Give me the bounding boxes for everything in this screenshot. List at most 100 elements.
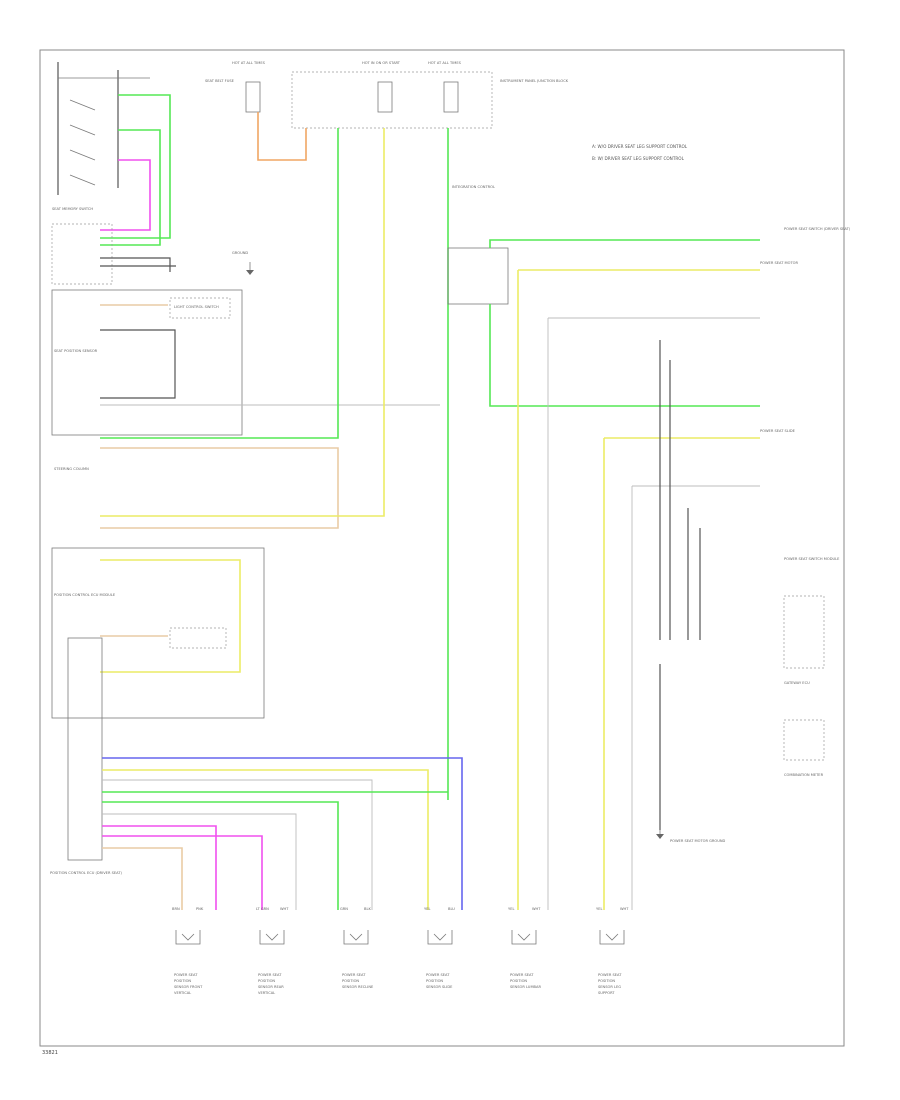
wire-gray-6 [102, 779, 373, 910]
ecu-side-box [169, 627, 227, 649]
sensor-name-line: POSITION [426, 979, 443, 983]
seat-position-sensor [51, 289, 243, 436]
sensor-name-line: POSITION [174, 979, 191, 983]
sensor-5: YEL WHT POWER SEAT POSITION SENSOR LUMBAR [508, 907, 541, 989]
sensor-symbol [427, 930, 453, 945]
sensor-4: YEL BLU POWER SEAT POSITION SENSOR SLIDE [424, 907, 455, 989]
wire-pink-3 [102, 835, 263, 910]
sensor-pin-b: PNK [196, 907, 204, 911]
wire-tan-2 [100, 447, 339, 529]
right-comp-1: POWER SEAT SWITCH (DRIVER SEAT) [784, 227, 851, 231]
sensor-name-line: POSITION [258, 979, 275, 983]
sensor-name-line: SENSOR REAR [258, 985, 284, 989]
sensor-pin-b: WHT [620, 907, 629, 911]
right-comp-2: POWER SEAT MOTOR [760, 261, 798, 265]
sensor-pin-a: BRN [172, 907, 180, 911]
ground-symbol-2: POWER SEAT MOTOR GROUND [656, 830, 726, 843]
sensor-pin-b: WHT [532, 907, 541, 911]
right-connector [783, 595, 825, 669]
fuse-1 [245, 81, 261, 113]
sensor-name-line: POWER SEAT [510, 973, 534, 977]
seat-position-sensor-label: SEAT POSITION SENSOR [54, 349, 98, 353]
sensor-name-line: POWER SEAT [174, 973, 198, 977]
relay-box [447, 247, 509, 305]
sensor-1: BRN PNK POWER SEAT POSITION SENSOR FRONT VERT… [172, 907, 204, 995]
comb-meter-label: COMBINATION METER [784, 773, 824, 777]
sensor-name-line: POWER SEAT [258, 973, 282, 977]
wire-black-3 [100, 329, 176, 399]
steering-label: STEERING COLUMN [54, 467, 89, 471]
ecu-title: POSITION CONTROL ECU MODULE [54, 593, 116, 597]
wire-orange-1 [257, 112, 307, 161]
wire-pink-2 [102, 825, 217, 910]
fuse-panel-label: SEAT BELT FUSE [205, 79, 235, 83]
sensor-name-line: SENSOR FRONT [174, 985, 203, 989]
sensor-name-line: SENSOR LEG [598, 985, 621, 989]
wire-green-7 [102, 801, 339, 910]
wire-green-2 [100, 129, 161, 246]
sensor-name-line: POWER SEAT [426, 973, 450, 977]
sensor-symbol [599, 930, 625, 945]
fuse-2 [377, 81, 393, 113]
wire-yellow-6 [100, 559, 241, 673]
ground-label: GROUND [232, 251, 248, 255]
sensor-pin-a: GRN [340, 907, 348, 911]
sensor-name-line: POSITION [510, 979, 527, 983]
sensor-pin-b: BLU [448, 907, 455, 911]
junction-block [291, 71, 493, 129]
page-code: 33821 [42, 1050, 58, 1056]
sensor-name-line: POWER SEAT [598, 973, 622, 977]
left-connector [51, 223, 113, 285]
sensor-name-line: SENSOR LUMBAR [510, 985, 541, 989]
wire-black-1 [100, 257, 171, 272]
sensor-name-line: SENSOR SLIDE [426, 985, 453, 989]
light-control-box [169, 297, 231, 319]
sensor-pin-a: LT GRN [256, 907, 269, 911]
wire-green-4 [489, 239, 760, 248]
wire-green-3 [100, 128, 339, 439]
wire-green-1 [100, 94, 171, 239]
sensor-pin-a: YEL [424, 907, 430, 911]
seat-memory-switch: SEAT MEMORY SWITCH [52, 62, 150, 211]
sensor-symbol [343, 930, 369, 945]
legend-b: B: W/ DRIVER SEAT LEG SUPPORT CONTROL [592, 156, 685, 161]
gateway-label: GATEWAY ECU [784, 681, 810, 685]
light-control-label: LIGHT CONTROL SWITCH [174, 305, 219, 309]
wire-green-5 [489, 304, 760, 407]
right-connector-2 [783, 719, 825, 761]
sensor-pin-a: YEL [508, 907, 514, 911]
fuse-b-label: HOT IN ON OR START [362, 61, 401, 65]
junction-block-label: INSTRUMENT PANEL JUNCTION BLOCK [500, 79, 569, 83]
sensor-name-line: POSITION [342, 979, 359, 983]
sensor-name-line: VERTICAL [258, 991, 275, 995]
sensor-6: YEL WHT POWER SEAT POSITION SENSOR LEG SUPPOR… [596, 907, 629, 995]
sensor-name-line: POWER SEAT [342, 973, 366, 977]
wire-yellow-1 [100, 128, 385, 517]
sensor-pin-a: YEL [596, 907, 602, 911]
right-ground-label: POWER SEAT MOTOR GROUND [670, 839, 726, 843]
sensor-name-line: POSITION [598, 979, 615, 983]
legend-a: A: W/O DRIVER SEAT LEG SUPPORT CONTROL [592, 144, 688, 149]
ecu-footer: POSITION CONTROL ECU (DRIVER SEAT) [50, 871, 123, 875]
bottom-sensors: BRN PNK POWER SEAT POSITION SENSOR FRONT VERT… [172, 907, 629, 995]
sensor-symbol [511, 930, 537, 945]
sensor-name-line: SUPPORT [598, 991, 615, 995]
wire-tan-4 [102, 847, 183, 910]
wire-gray-7 [102, 813, 297, 910]
right-comp-3: POWER SEAT SLIDE [760, 429, 796, 433]
fuse-c-label: HOT AT ALL TIMES [428, 61, 462, 65]
ecu-upper-box [51, 547, 265, 719]
sensor-name-line: VERTICAL [174, 991, 191, 995]
wire-blue-1 [102, 757, 463, 910]
wire-yellow-7 [102, 769, 429, 910]
fuse-3 [443, 81, 459, 113]
wire-pink-1 [100, 159, 151, 231]
sensor-name-line: SENSOR RECLINE [342, 985, 374, 989]
ecu-lower-box [67, 637, 103, 861]
seat-memory-switch-label: SEAT MEMORY SWITCH [52, 207, 93, 211]
fuse-a-label: HOT AT ALL TIMES [232, 61, 266, 65]
ignition-label: INTEGRATION CONTROL [452, 185, 495, 189]
